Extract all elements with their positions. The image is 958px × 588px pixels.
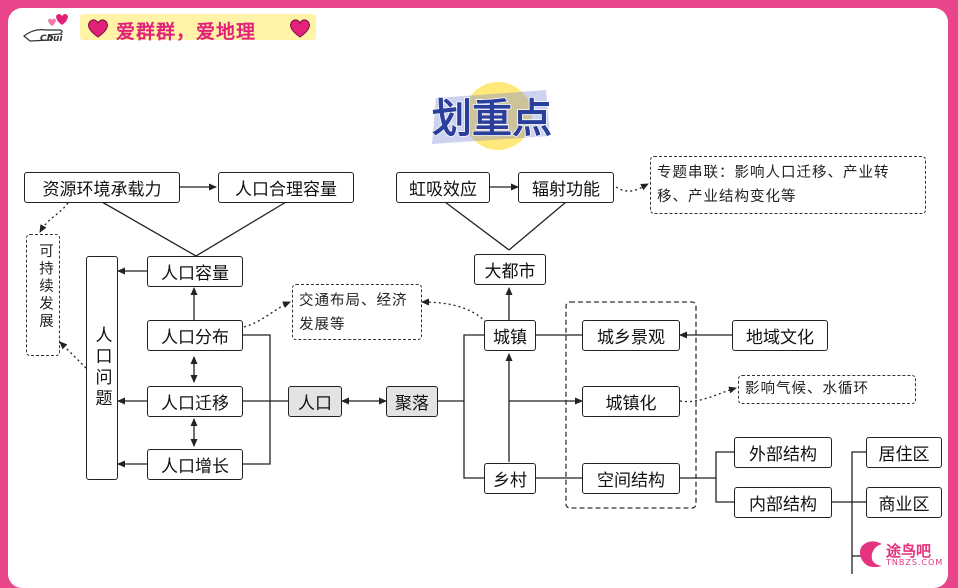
node-reasonable-capacity: 人口合理容量 [218, 172, 354, 203]
note-sustainable-development: 可持续发展 [26, 234, 60, 356]
node-urban-rural-landscape: 城乡景观 [582, 320, 680, 351]
watermark-text: 途鸟吧 [886, 542, 932, 560]
node-village: 乡村 [484, 463, 536, 494]
watermark-subtext: TNBZS.COM [886, 558, 944, 567]
slogan-text: 爱群群，爱地理 [116, 21, 257, 43]
hand-heart-icon [22, 14, 68, 42]
note-topic-link: 专题串联：影响人口迁移、产业转移、产业结构变化等 [650, 156, 926, 214]
diagram-connectors [39, 183, 866, 574]
header: Chui 爱群群，爱地理 [20, 10, 320, 44]
heart-icon [290, 19, 310, 38]
watermark-logo-icon [860, 541, 882, 568]
slogan-highlight [80, 14, 316, 40]
hand-caption: Chui [40, 34, 63, 44]
node-residential-area: 居住区 [866, 437, 942, 468]
node-settlement: 聚落 [386, 386, 438, 417]
note-climate-water: 影响气候、水循环 [738, 375, 916, 404]
stamp-text: 划重点 [432, 96, 552, 142]
node-external-structure: 外部结构 [734, 437, 832, 468]
node-population-distribution: 人口分布 [147, 320, 243, 351]
node-urbanization: 城镇化 [582, 386, 680, 417]
node-spatial-structure: 空间结构 [582, 463, 680, 494]
node-population-migration: 人口迁移 [147, 386, 243, 417]
node-population-capacity: 人口容量 [147, 256, 243, 287]
heart-icon [88, 19, 108, 38]
node-siphon-effect: 虹吸效应 [396, 172, 490, 203]
node-regional-culture: 地域文化 [732, 320, 828, 351]
node-population-problem: 人口问题 [86, 256, 118, 480]
node-metropolis: 大都市 [474, 254, 546, 285]
node-internal-structure: 内部结构 [734, 487, 832, 518]
key-point-stamp: 划重点 [431, 82, 553, 150]
node-commercial-area: 商业区 [866, 487, 942, 518]
node-population-growth: 人口增长 [147, 449, 243, 480]
node-radiation-function: 辐射功能 [518, 172, 614, 203]
node-population: 人口 [288, 386, 342, 417]
node-resource-capacity: 资源环境承载力 [24, 172, 180, 203]
node-town: 城镇 [484, 320, 536, 351]
note-traffic-economy: 交通布局、经济发展等 [292, 284, 422, 340]
